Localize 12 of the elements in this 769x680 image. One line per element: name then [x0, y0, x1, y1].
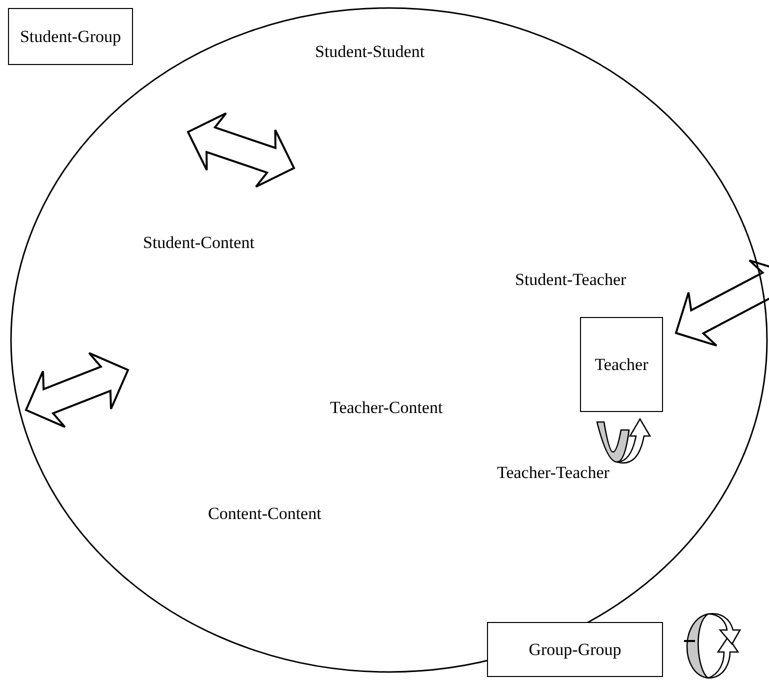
label-box	[487, 622, 663, 677]
box-label: Teacher	[594, 354, 648, 374]
interaction-label: Student-Student	[315, 42, 425, 62]
interaction-label: Teacher-Teacher	[497, 463, 610, 483]
interaction-label: Student-Teacher	[515, 270, 626, 290]
label-box	[8, 8, 133, 65]
label-box	[580, 317, 663, 412]
box-label: Student-Group	[20, 26, 122, 46]
interaction-label: Teacher-Content	[330, 398, 443, 418]
interaction-label: Content-Content	[208, 504, 322, 524]
interaction-label: Student-Content	[143, 233, 254, 253]
box-label: Group-Group	[528, 640, 622, 660]
